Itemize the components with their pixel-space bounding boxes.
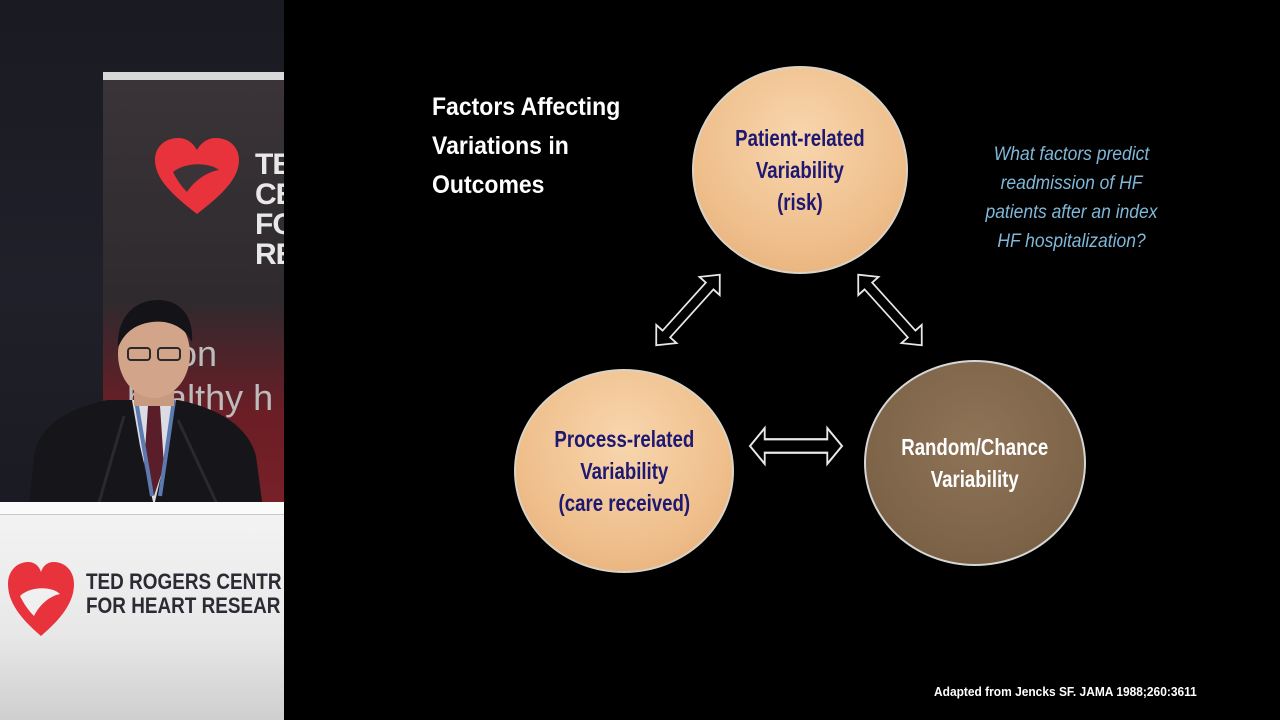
- node-label-line: Variability: [579, 458, 669, 484]
- slide-citation: Adapted from Jencks SF. JAMA 1988;260:36…: [934, 684, 1197, 699]
- banner-text-line: TE: [255, 148, 284, 181]
- banner-text-line: RE: [255, 238, 284, 271]
- heart-logo-icon: [155, 138, 239, 214]
- arrow-process-random: [748, 426, 844, 466]
- node-label-line: (care received): [558, 490, 690, 516]
- research-question: What factors predict readmission of HF p…: [985, 144, 1158, 252]
- patient-variability-node: Patient-related Variability (risk): [692, 66, 908, 274]
- arrow-patient-random: [847, 264, 933, 356]
- speaker-camera-feed: TE CE FO RE Toron healthy h: [0, 0, 284, 720]
- node-label-line: Variability: [755, 157, 845, 183]
- node-label-line: Patient-related: [735, 125, 865, 151]
- node-label-line: Variability: [930, 466, 1020, 492]
- node-label-line: (risk): [777, 189, 823, 215]
- podium-top: [0, 502, 284, 515]
- random-variability-node: Random/Chance Variability: [864, 360, 1086, 566]
- arrow-patient-process: [645, 264, 731, 356]
- slide-title: Factors Affecting Variations in Outcomes: [432, 93, 621, 199]
- podium-text-line: TED ROGERS CENTR: [86, 569, 282, 594]
- speaker-figure: [28, 300, 264, 516]
- podium-brand-text: TED ROGERS CENTR FOR HEART RESEAR: [86, 570, 282, 618]
- presentation-slide: Factors Affecting Variations in Outcomes…: [284, 0, 1280, 720]
- heart-logo-icon: [8, 562, 74, 636]
- podium-text-line: FOR HEART RESEAR: [86, 593, 281, 618]
- banner-text-line: FO: [255, 208, 284, 241]
- banner-text-line: CE: [255, 178, 284, 211]
- node-label-line: Process-related: [554, 426, 694, 452]
- process-variability-node: Process-related Variability (care receiv…: [514, 369, 734, 573]
- banner-brand-text: TE CE FO RE: [255, 150, 284, 270]
- node-label-line: Random/Chance: [901, 434, 1049, 460]
